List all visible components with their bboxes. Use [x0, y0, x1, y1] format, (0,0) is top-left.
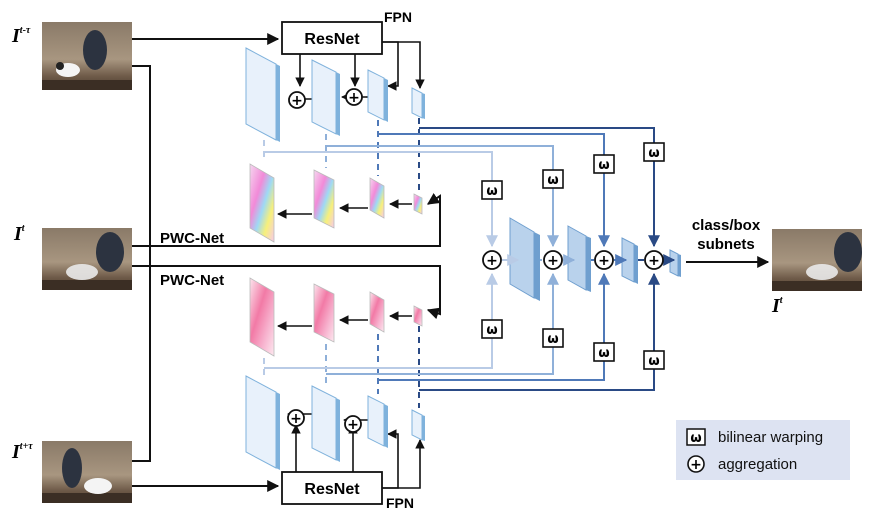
routes-top	[264, 127, 660, 248]
warp-symbol: ω	[547, 173, 558, 188]
warp-nodes	[481, 142, 665, 370]
frame-label-cur: It	[13, 223, 26, 245]
warp-symbol: ω	[598, 158, 609, 173]
flow-maps-top	[249, 163, 423, 243]
resnet-top-label: ResNet	[304, 31, 360, 48]
agg-node-level-2	[543, 250, 563, 270]
warp-glyphs: ω ω ω ω ω ω ω ω	[486, 146, 659, 369]
flow-maps-bottom	[249, 277, 423, 357]
legend-agg-label: aggregation	[718, 455, 798, 473]
pwc-net-bottom-label: PWC-Net	[160, 272, 224, 289]
agg-symbol: +	[547, 253, 559, 269]
warp-node-bottom-2	[542, 328, 564, 348]
frame-photo-cur	[42, 228, 132, 290]
head-label-line2: subnets	[697, 236, 755, 253]
agg-node-top-1	[288, 91, 306, 109]
warp-node-top-1	[481, 180, 503, 200]
warp-symbol: ω	[486, 323, 497, 338]
frame-connectors	[132, 33, 441, 492]
warp-symbol: ω	[648, 146, 659, 161]
warp-symbol: ω	[547, 332, 558, 347]
legend-row-agg: + aggregation	[686, 454, 797, 474]
aggregated-features	[509, 217, 681, 301]
dashed-level-links	[263, 118, 420, 408]
resnet-top-box	[281, 21, 383, 55]
feature-maps	[245, 47, 425, 470]
fpn-top-label: FPN	[384, 9, 412, 25]
agg-symbol: +	[291, 93, 303, 109]
aggregation-nodes	[287, 88, 664, 433]
agg-symbol: +	[486, 253, 498, 269]
flow-arrows-bottom	[277, 311, 412, 331]
warp-node-top-4	[643, 142, 665, 162]
agg-glyphs: + + + + + + + +	[290, 90, 660, 433]
resnet-top-group	[281, 21, 383, 55]
pwc-net-top-label: PWC-Net	[160, 230, 224, 247]
agg-symbol: +	[290, 411, 302, 427]
warp-symbol: ω	[648, 354, 659, 369]
aggregation-legend-icon: +	[687, 455, 705, 473]
agg-node-level-1	[482, 250, 502, 270]
agg-symbol: +	[348, 90, 360, 106]
warp-legend-icon: ω	[686, 428, 706, 446]
agg-node-bottom-1	[287, 409, 305, 427]
legend: ω bilinear warping + aggregation	[676, 420, 850, 480]
agg-node-top-2	[345, 88, 363, 106]
flow-arrows-top	[277, 199, 412, 219]
warp-node-top-3	[593, 154, 615, 174]
frame-label-next: It+τ	[11, 441, 33, 463]
svg-text:ω: ω	[690, 431, 701, 446]
output-photo	[772, 229, 862, 291]
agg-node-level-4	[644, 250, 664, 270]
warp-node-top-2	[542, 169, 564, 189]
frame-label-out: It	[771, 295, 784, 317]
warp-symbol: ω	[598, 346, 609, 361]
warp-node-bottom-4	[643, 350, 665, 370]
agg-symbol: +	[648, 253, 660, 269]
warp-symbol: ω	[486, 184, 497, 199]
fpn-bottom-label: FPN	[386, 495, 414, 511]
agg-node-level-3	[594, 250, 614, 270]
agg-node-bottom-2	[344, 415, 362, 433]
routes-bottom	[264, 272, 660, 391]
resnet-bottom-label: ResNet	[304, 481, 360, 498]
frame-label-prev: It-τ	[11, 25, 31, 47]
frame-photo-prev	[42, 22, 132, 90]
legend-warp-label: bilinear warping	[718, 428, 824, 446]
resnet-bottom-group	[281, 471, 383, 505]
legend-row-warp: ω bilinear warping	[686, 428, 823, 446]
svg-text:+: +	[690, 457, 702, 473]
warp-node-bottom-3	[593, 342, 615, 362]
agg-symbol: +	[598, 253, 610, 269]
frame-photo-next	[42, 441, 132, 503]
resnet-bottom-box	[281, 471, 383, 505]
head-label-line1: class/box	[692, 217, 761, 234]
agg-symbol: +	[347, 417, 359, 433]
warp-node-bottom-1	[481, 319, 503, 339]
